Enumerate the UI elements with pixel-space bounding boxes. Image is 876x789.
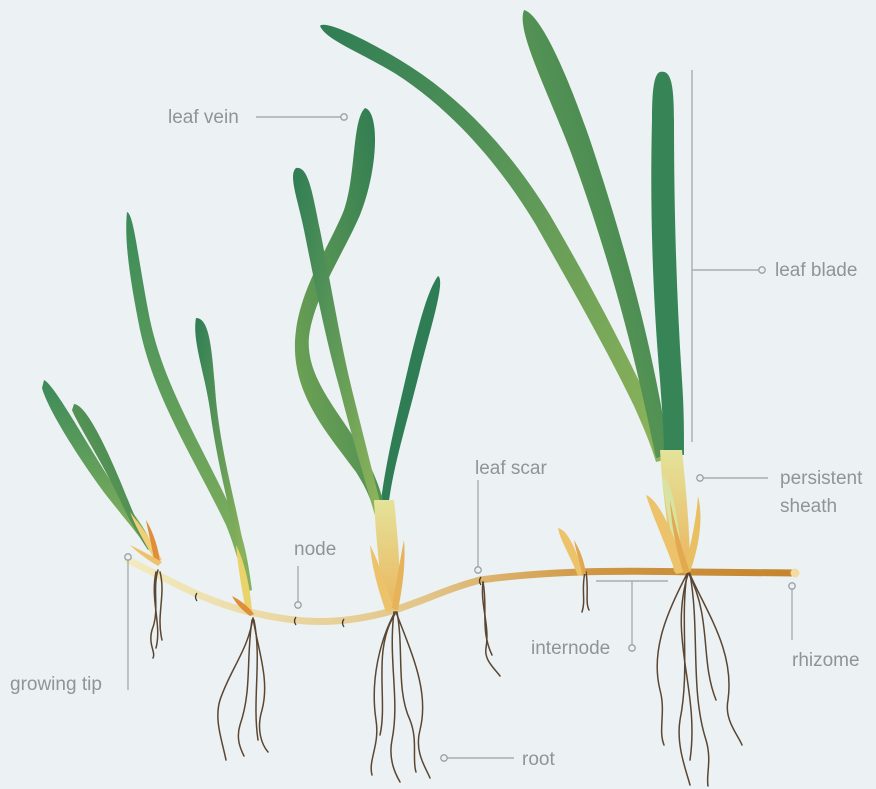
plant-3 [293,108,440,612]
plant-small-shoot [558,528,586,576]
label-leaf-blade: leaf blade [775,260,857,281]
label-node: node [294,539,336,560]
label-root: root [522,749,555,770]
label-leaf-scar: leaf scar [475,458,547,479]
label-persistent-sheath-line1: persistent [780,468,863,489]
label-internode: internode [531,638,610,659]
label-rhizome: rhizome [792,650,860,671]
label-growing-tip: growing tip [10,674,102,695]
leader-lines [125,70,795,761]
label-leaf-vein: leaf vein [168,107,239,128]
plant-growing-tip [42,380,162,566]
label-persistent-sheath-line2: sheath [780,496,837,517]
